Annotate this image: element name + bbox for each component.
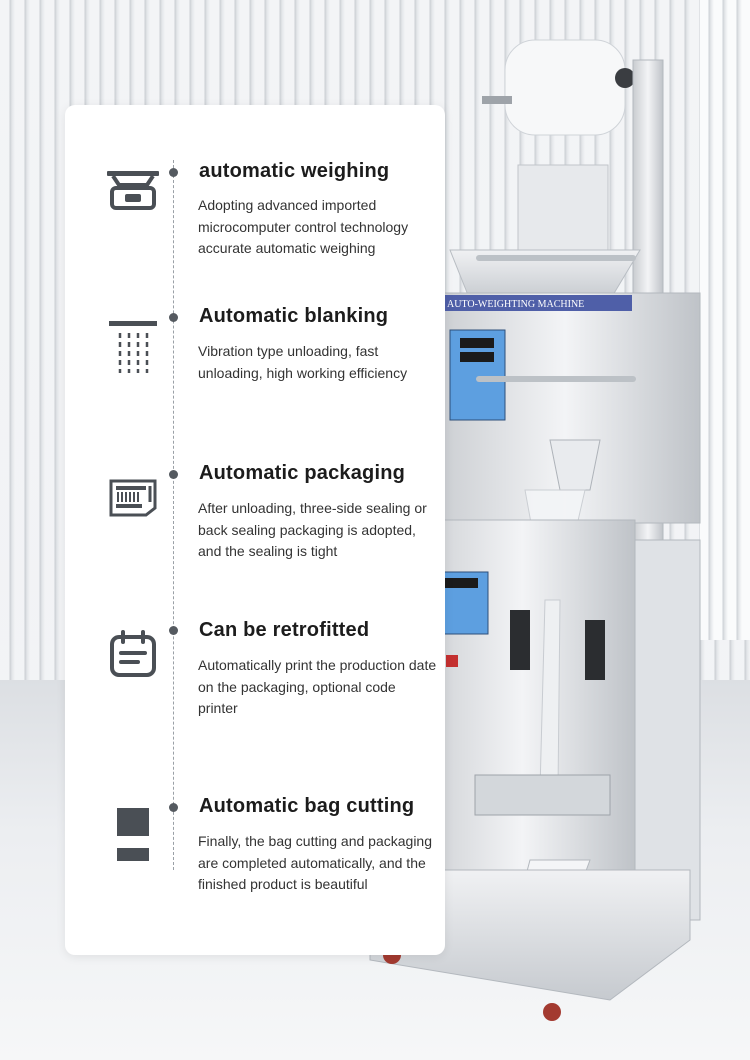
- scale-icon: [103, 160, 163, 220]
- cut-blocks-icon: [103, 805, 163, 865]
- timeline-dot: [169, 470, 178, 479]
- feature-title: Can be retrofitted: [199, 619, 370, 641]
- timeline-line: [173, 160, 174, 870]
- feature-description: Adopting advanced imported microcomputer…: [198, 197, 409, 256]
- feature-description: Finally, the bag cutting and packaging a…: [198, 833, 433, 892]
- feature-description: Automatically print the production date …: [198, 657, 437, 716]
- timeline-dot: [169, 168, 178, 177]
- feature-title: automatic weighing: [199, 160, 390, 182]
- feature-description: After unloading, three-side sealing or b…: [198, 500, 427, 559]
- features-card: automatic weighing Adopting advanced imp…: [65, 105, 445, 955]
- background-blind-right: [700, 0, 750, 640]
- timeline-dot: [169, 803, 178, 812]
- feature-title: Automatic bag cutting: [199, 795, 415, 817]
- machine-label: AUTO-WEIGHTING MACHINE: [447, 299, 584, 310]
- feature-title: Automatic packaging: [199, 462, 406, 484]
- feature-description: Vibration type unloading, fast unloading…: [198, 343, 408, 381]
- shower-icon: [103, 317, 163, 377]
- calendar-icon: [103, 624, 163, 684]
- timeline-dot: [169, 626, 178, 635]
- timeline-dot: [169, 313, 178, 322]
- package-seal-icon: [103, 468, 163, 528]
- feature-title: Automatic blanking: [199, 305, 389, 327]
